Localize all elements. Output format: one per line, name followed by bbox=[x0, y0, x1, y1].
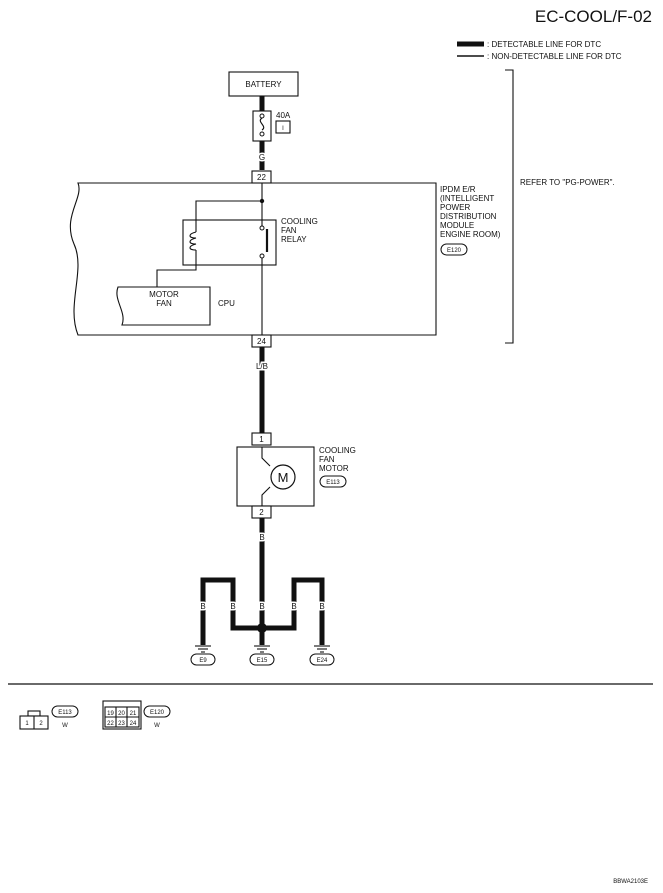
fan-motor-connector-badge bbox=[319, 475, 347, 488]
pin-24-label: 24 bbox=[257, 337, 266, 346]
motor-fan-line-2: FAN bbox=[156, 299, 172, 308]
motor-symbol bbox=[270, 464, 296, 490]
ipdm-connector-badge bbox=[440, 243, 468, 256]
wire-color-b-5: B bbox=[319, 602, 324, 611]
fuse-rating: 40A bbox=[276, 111, 291, 120]
fuse-40a: 40A I bbox=[252, 110, 291, 142]
ipdm-line-2: (INTELLIGENT bbox=[440, 194, 494, 203]
fuse-terminal-top bbox=[259, 113, 265, 119]
fuse-ref-box bbox=[275, 120, 291, 134]
legend: : DETECTABLE LINE FOR DTC : NON-DETECTAB… bbox=[457, 40, 622, 61]
ground-e24-label: E24 bbox=[317, 658, 328, 664]
page-title: EC-COOL/F-02 bbox=[535, 7, 652, 26]
motor-pin-2: 2 bbox=[251, 505, 272, 519]
ipdm-line-6: ENGINE ROOM) bbox=[440, 230, 501, 239]
ground-e9-badge bbox=[190, 653, 216, 666]
wire-color-b-2: B bbox=[230, 602, 235, 611]
fan-motor-line-1: COOLING bbox=[319, 446, 356, 455]
ground-e15-badge bbox=[249, 653, 275, 666]
battery-box bbox=[228, 71, 299, 97]
ipdm-line-4: DISTRIBUTION bbox=[440, 212, 497, 221]
relay-line-3: RELAY bbox=[281, 235, 307, 244]
motor-lead-top bbox=[261, 447, 271, 467]
motor-pin-1-box bbox=[251, 432, 272, 446]
wire-color-b-main: B bbox=[259, 533, 264, 542]
relay-contact-bottom bbox=[259, 253, 265, 259]
cpu-block bbox=[116, 286, 211, 326]
ground-symbol-e15: E15 bbox=[249, 645, 275, 666]
wire-color-b-3: B bbox=[259, 602, 264, 611]
relay-line-2: FAN bbox=[281, 226, 297, 235]
e120-pin-24: 24 bbox=[130, 721, 137, 727]
e120-id-badge bbox=[143, 705, 171, 718]
motor-fan-line-1: MOTOR bbox=[149, 290, 179, 299]
wire-coil-cpu bbox=[156, 265, 197, 287]
wire-color-b-1: B bbox=[200, 602, 205, 611]
connector-view-e120: 19 20 21 22 23 24 E120 W bbox=[102, 700, 171, 730]
ipdm-module-outline bbox=[69, 182, 437, 336]
motor-pin-1: 1 bbox=[251, 432, 272, 446]
e120-pin-20: 20 bbox=[118, 711, 125, 717]
e120-pin-22: 22 bbox=[107, 721, 114, 727]
ground-symbol-e9: E9 bbox=[190, 645, 216, 666]
ipdm-line-1: IPDM E/R bbox=[440, 185, 476, 194]
ipdm-line-3: POWER bbox=[440, 203, 470, 212]
ipdm-pin-24: 24 bbox=[251, 334, 272, 348]
wire-color-lb: L/B bbox=[256, 362, 268, 371]
wire-coil-feed bbox=[195, 200, 262, 226]
figure-code: BBWA2103E bbox=[613, 879, 648, 885]
cpu-label: CPU bbox=[218, 299, 235, 308]
ipdm-line-5: MODULE bbox=[440, 221, 474, 230]
battery-label: BATTERY bbox=[245, 80, 282, 89]
legend-detectable-label: : DETECTABLE LINE FOR DTC bbox=[487, 40, 601, 49]
ground-symbol-e24: E24 bbox=[309, 645, 335, 666]
e120-color: W bbox=[154, 723, 160, 729]
e120-pin-21: 21 bbox=[130, 711, 137, 717]
refer-label: REFER TO "PG-POWER". bbox=[520, 178, 615, 187]
e113-pin-2: 2 bbox=[39, 721, 43, 727]
e113-id-badge bbox=[51, 705, 79, 718]
wire-color-b-4: B bbox=[291, 602, 296, 611]
ground-e24-badge bbox=[309, 653, 335, 666]
motor-pin-2-label: 2 bbox=[259, 508, 264, 517]
relay-contact-top bbox=[259, 225, 265, 231]
e113-pin-1: 1 bbox=[25, 721, 29, 727]
legend-non-detectable-label: : NON-DETECTABLE LINE FOR DTC bbox=[487, 52, 622, 61]
e120-id: E120 bbox=[150, 710, 165, 716]
relay-line-1: COOLING bbox=[281, 217, 318, 226]
fuse-element bbox=[259, 117, 265, 131]
ipdm-connector-id: E120 bbox=[447, 248, 462, 254]
fuse-terminal-bottom bbox=[259, 131, 265, 137]
e113-id: E113 bbox=[58, 710, 72, 716]
motor-symbol-label: M bbox=[278, 470, 289, 485]
ground-loop-right bbox=[262, 577, 325, 645]
ipdm-label: IPDM E/R (INTELLIGENT POWER DISTRIBUTION… bbox=[440, 185, 501, 256]
fan-motor-connector-id: E113 bbox=[326, 480, 340, 486]
e120-pin-23: 23 bbox=[118, 721, 125, 727]
power-bracket bbox=[505, 69, 514, 344]
wire-color-g: G bbox=[259, 153, 265, 162]
pin-22-label: 22 bbox=[257, 173, 266, 182]
motor-lead-bottom bbox=[261, 486, 271, 506]
fan-motor-line-2: FAN bbox=[319, 455, 335, 464]
fan-motor-line-3: MOTOR bbox=[319, 464, 349, 473]
ipdm-pin-22: 22 bbox=[251, 170, 272, 184]
ground-e15-label: E15 bbox=[257, 658, 268, 664]
e120-pin-19: 19 bbox=[107, 711, 114, 717]
motor-pin-1-label: 1 bbox=[259, 435, 264, 444]
fuse-ref: I bbox=[282, 126, 284, 132]
ground-e9-label: E9 bbox=[199, 658, 207, 664]
ground-loop-left bbox=[200, 577, 262, 645]
relay-coil bbox=[189, 231, 197, 251]
e113-color: W bbox=[62, 723, 68, 729]
e113-latch bbox=[27, 710, 41, 717]
connector-view-e113: 1 2 E113 W bbox=[19, 705, 79, 730]
